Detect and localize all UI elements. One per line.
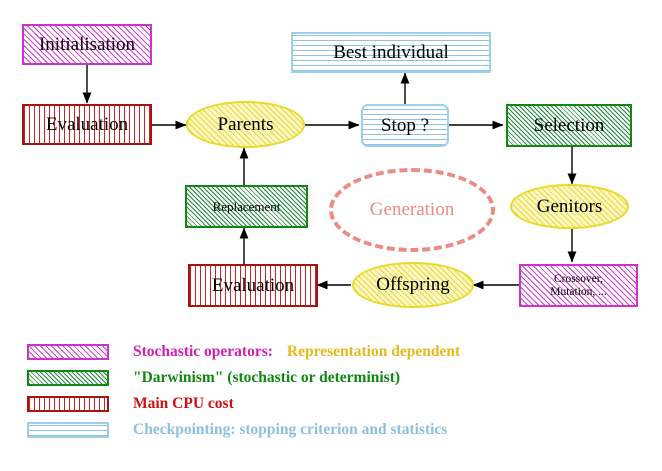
legend-swatch-checkpointing xyxy=(27,422,109,438)
node-initialisation[interactable]: Initialisation xyxy=(22,24,152,65)
node-best-individual[interactable]: Best individual xyxy=(291,32,491,73)
legend-label-checkpointing: Checkpointing: stopping criterion and st… xyxy=(133,421,448,438)
legend-row: Main CPU cost xyxy=(27,392,234,416)
legend-label-part2: Representation dependent xyxy=(286,343,461,360)
node-selection[interactable]: Selection xyxy=(506,104,632,147)
legend-row: "Darwinism" (stochastic or determinist) xyxy=(27,366,400,390)
node-evaluation-top[interactable]: Evaluation xyxy=(22,104,152,145)
node-crossover-mutation[interactable]: Crossover, Mutation, ... xyxy=(519,264,638,307)
legend-label-main-cpu-cost: Main CPU cost xyxy=(133,395,234,412)
legend-label-stochastic-operators: Stochastic operators: Representation depe… xyxy=(133,343,460,361)
node-genitors[interactable]: Genitors xyxy=(510,184,629,229)
legend-swatch-stochastic-operators xyxy=(27,344,109,360)
node-generation: Generation xyxy=(329,168,495,252)
legend-swatch-main-cpu-cost xyxy=(27,396,109,412)
node-stop[interactable]: Stop ? xyxy=(361,104,449,147)
node-offspring[interactable]: Offspring xyxy=(352,262,474,308)
legend-row: Checkpointing: stopping criterion and st… xyxy=(27,418,447,442)
legend-label-part1: Stochastic operators: xyxy=(133,343,273,360)
legend-label-darwinism: "Darwinism" (stochastic or determinist) xyxy=(133,369,401,386)
legend: Stochastic operators: Representation depe… xyxy=(0,336,662,471)
node-replacement[interactable]: Replacement xyxy=(185,185,308,228)
legend-row: Stochastic operators: Representation depe… xyxy=(27,340,460,364)
node-parents[interactable]: Parents xyxy=(186,101,305,148)
node-evaluation-bottom[interactable]: Evaluation xyxy=(188,264,318,307)
legend-swatch-darwinism xyxy=(27,370,109,386)
